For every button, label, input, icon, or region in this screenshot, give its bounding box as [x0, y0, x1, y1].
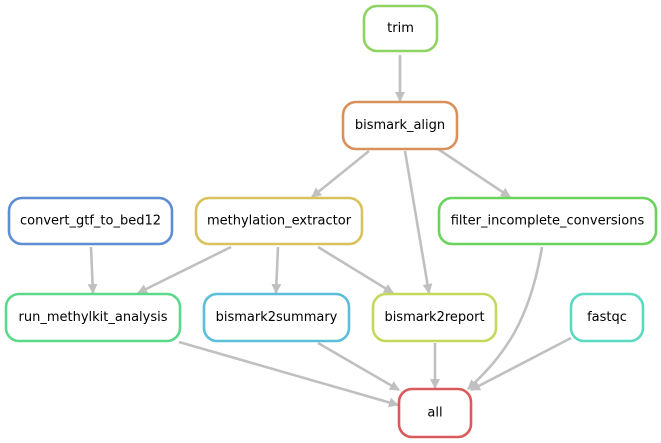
node-bismark-align: bismark_align — [341, 100, 459, 151]
node-fastqc: fastqc — [569, 292, 645, 343]
node-box-fastqc — [569, 292, 645, 343]
edges-layer — [87, 55, 572, 408]
node-label-all: all — [427, 406, 442, 421]
edge-bismark-align-to-filter-incomplete-conversions — [437, 147, 511, 199]
edge-bismark-align-to-methylation-extractor — [311, 149, 370, 199]
node-box-trim — [362, 4, 439, 53]
node-label-fastqc: fastqc — [587, 310, 627, 325]
node-box-all — [397, 387, 473, 439]
edge-convert-gtf-to-bed12-to-run-methylkit-analysis — [87, 246, 98, 294]
node-label-filter-incomplete-conversions: filter_incomplete_conversions — [451, 214, 645, 229]
node-filter-incomplete-conversions: filter_incomplete_conversions — [437, 196, 658, 246]
node-label-trim: trim — [387, 21, 414, 36]
edge-run-methylkit-analysis-to-all — [178, 340, 399, 408]
node-bismark2summary: bismark2summary — [202, 292, 351, 343]
node-label-bismark2report: bismark2report — [384, 310, 484, 325]
edge-bismark2summary-to-all — [317, 341, 400, 392]
nodes-layer: trim bismark_align convert_gtf_to_bed12 met… — [4, 4, 658, 439]
node-box-filter-incomplete-conversions — [437, 196, 658, 246]
node-all: all — [397, 387, 473, 439]
node-box-methylation-extractor — [194, 196, 364, 246]
edge-methylation-extractor-to-bismark2summary — [271, 246, 282, 294]
edge-methylation-extractor-to-run-methylkit-analysis — [137, 245, 232, 295]
node-box-convert-gtf-to-bed12 — [7, 196, 174, 246]
node-box-bismark2report — [371, 292, 498, 343]
node-label-run-methylkit-analysis: run_methylkit_analysis — [19, 310, 168, 325]
node-label-methylation-extractor: methylation_extractor — [207, 214, 352, 229]
node-label-convert-gtf-to-bed12: convert_gtf_to_bed12 — [20, 214, 161, 229]
edge-methylation-extractor-to-bismark2report — [317, 245, 394, 295]
node-run-methylkit-analysis: run_methylkit_analysis — [4, 292, 182, 343]
node-label-bismark-align: bismark_align — [355, 118, 445, 133]
node-box-bismark2summary — [202, 292, 351, 343]
node-box-run-methylkit-analysis — [4, 292, 182, 343]
edge-fastqc-to-all — [470, 336, 572, 392]
node-convert-gtf-to-bed12: convert_gtf_to_bed12 — [7, 196, 174, 246]
node-box-bismark-align — [341, 100, 459, 151]
node-bismark2report: bismark2report — [371, 292, 498, 343]
node-label-bismark2summary: bismark2summary — [216, 310, 338, 325]
node-methylation-extractor: methylation_extractor — [194, 196, 364, 246]
edge-filter-incomplete-conversions-to-all — [467, 246, 544, 390]
edge-bismark-align-to-bismark2report — [403, 150, 433, 294]
node-trim: trim — [362, 4, 439, 53]
